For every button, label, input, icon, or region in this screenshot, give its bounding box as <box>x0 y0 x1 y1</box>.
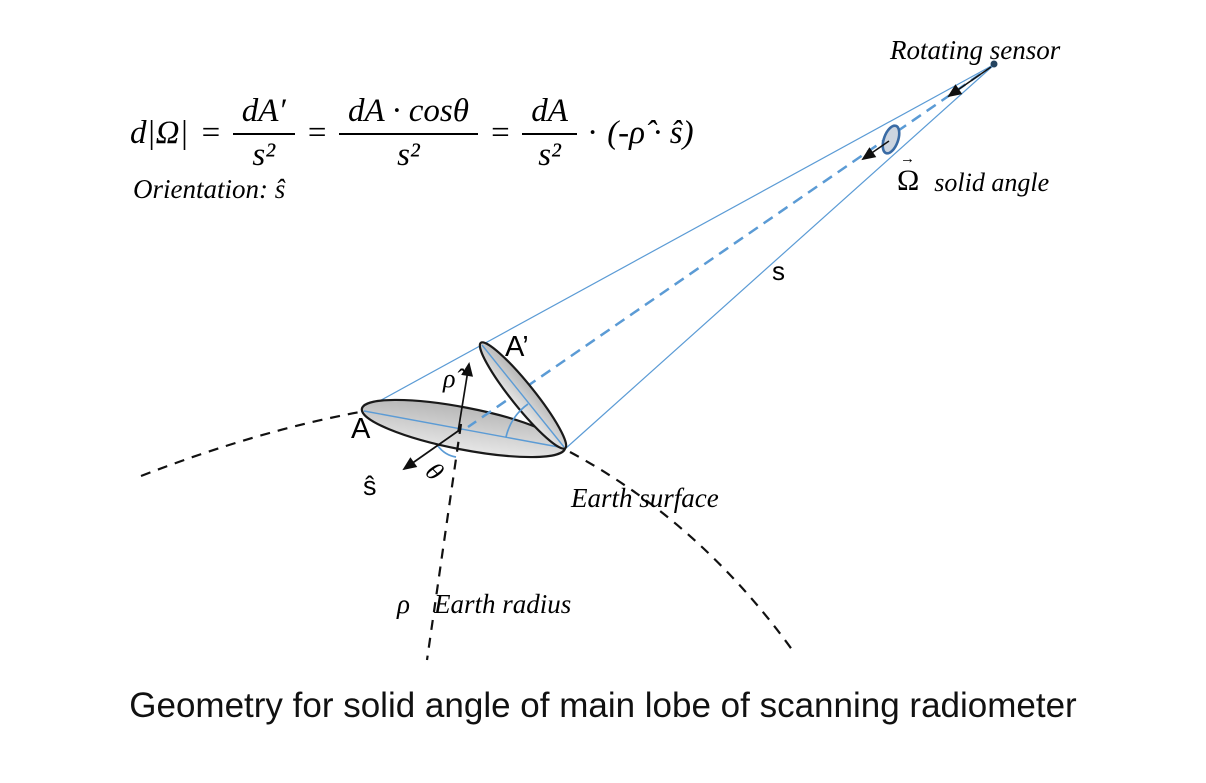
earth-surface-curve-left <box>140 410 361 478</box>
theta-angle-arc <box>437 445 457 458</box>
equals-sign: = <box>488 115 512 151</box>
fraction-2-denominator: s² <box>397 137 420 173</box>
fraction-2-numerator: dA · cosθ <box>338 93 478 135</box>
distance-s-label: s <box>772 256 785 286</box>
rho-hat-arrow <box>457 362 474 433</box>
earth-surface-curve-right <box>569 451 794 652</box>
tilt-angle-arc <box>505 403 529 438</box>
equals-sign: = <box>199 115 222 151</box>
formula-tail: (-ρ̂ · ŝ) <box>607 115 694 151</box>
fraction-1: dA′ s² <box>232 93 295 174</box>
earth-radius-label: Earth radius <box>434 589 572 619</box>
cone-edge-upper <box>362 63 996 411</box>
fraction-1-numerator: dA′ <box>232 93 295 135</box>
area-A-major-axis <box>363 410 565 449</box>
fraction-3-numerator: dA <box>522 93 577 135</box>
s-hat-label: ŝ <box>363 471 377 501</box>
solid-angle-text: solid angle <box>934 168 1050 197</box>
dot-operator: · <box>587 115 597 151</box>
rho-hat-label: ρ̂ <box>443 364 456 393</box>
cone-edge-lower <box>564 63 996 450</box>
earth-radius-symbol: ρ <box>397 589 410 619</box>
solid-angle-label: → Ω solid angle <box>897 151 1050 197</box>
fraction-2: dA · cosθ s² <box>338 93 478 174</box>
fraction-3: dA s² <box>522 93 577 174</box>
sensor-apex-dot <box>990 60 998 68</box>
formula-lhs: d|Ω| <box>130 115 189 151</box>
s-hat-arrow <box>402 428 462 471</box>
area-A-label: A <box>351 413 371 445</box>
area-A-prime-major-axis <box>481 344 565 448</box>
omega-symbol: Ω <box>897 164 920 197</box>
vector-arrow-icon: → <box>900 151 915 167</box>
figure-caption: Geometry for solid angle of main lobe of… <box>129 686 1077 725</box>
fraction-1-denominator: s² <box>252 137 276 173</box>
area-A-prime-label: A’ <box>505 331 529 363</box>
equals-sign: = <box>305 115 328 151</box>
beam-direction-arrow-1 <box>947 66 992 98</box>
earth-radius-line <box>425 423 463 661</box>
fraction-3-denominator: s² <box>538 137 561 173</box>
omega-vector-symbol: → Ω <box>897 151 920 197</box>
rotating-sensor-label: Rotating sensor <box>890 35 1061 65</box>
earth-surface-label: Earth surface <box>571 483 719 513</box>
beam-direction-arrow-2 <box>861 140 890 161</box>
solid-angle-formula: d|Ω| = dA′ s² = dA · cosθ s² = dA s² · (… <box>130 93 694 174</box>
sensor-aperture-ellipse <box>881 124 901 155</box>
orientation-note: Orientation: ŝ <box>133 174 286 204</box>
